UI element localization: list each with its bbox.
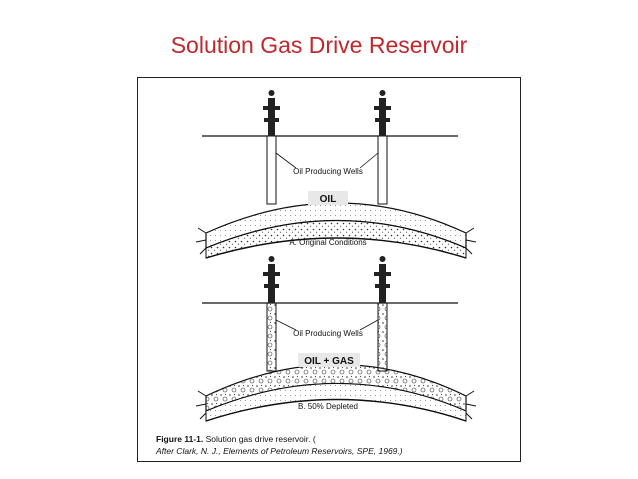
well-left-a xyxy=(263,90,280,205)
well-right-b xyxy=(374,256,391,372)
oil-label-box-a xyxy=(308,191,348,205)
oil-label-a: OIL xyxy=(320,194,337,205)
svg-text:Figure 11-1. Solution ga: Figure 11-1. Solution gas drive reservoi… xyxy=(156,434,316,444)
slide-title: Solution Gas Drive Reservoir xyxy=(170,32,468,58)
figure-frame: Oil Producing Wells OIL A. Original Cond… xyxy=(137,77,521,462)
panel-a: Oil Producing Wells OIL A. Original Cond… xyxy=(195,90,477,259)
figure-caption-source: After Clark, N. J., Elements of Petroleu… xyxy=(155,446,403,456)
well-right-a xyxy=(374,90,391,205)
oil-gas-label-box-b xyxy=(298,353,360,367)
figure-caption: Figure 11-1. Solution gas drive reservoi… xyxy=(155,434,403,456)
wells-label-a: Oil Producing Wells xyxy=(293,167,363,176)
figure-caption-text: Solution gas drive reservoir. ( xyxy=(206,434,316,444)
figure-number: Figure 11-1. xyxy=(156,434,203,444)
wells-label-b: Oil Producing Wells xyxy=(293,329,363,338)
well-left-b xyxy=(263,256,280,372)
panel-b: Oil Producing Wells OIL + GAS B. 50% Dep… xyxy=(195,256,477,422)
caption-a: A. Original Conditions xyxy=(289,238,366,247)
caption-b: B. 50% Depleted xyxy=(298,402,358,411)
reservoir-diagram: Oil Producing Wells OIL A. Original Cond… xyxy=(155,90,477,456)
oil-gas-label-b: OIL + GAS xyxy=(304,356,354,367)
